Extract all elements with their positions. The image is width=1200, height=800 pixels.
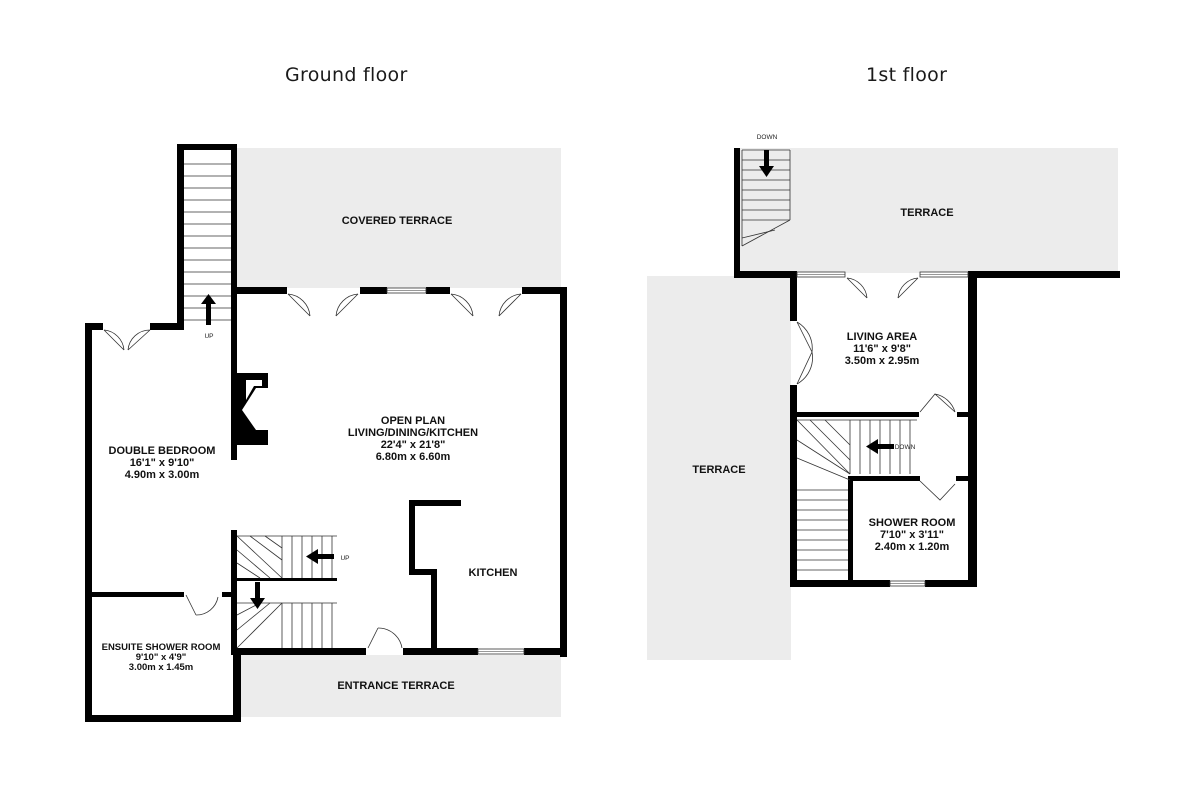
ensuite-metric: 3.00m x 1.45m (129, 662, 193, 673)
covered-terrace-area (236, 148, 561, 288)
living-area-label: LIVING AREA (847, 331, 918, 343)
arrow-left-icon (878, 444, 894, 449)
stair-down-label-mid: DOWN (895, 444, 916, 451)
entrance-terrace-label: ENTRANCE TERRACE (337, 680, 454, 692)
ground-floor-title: Ground floor (285, 64, 408, 86)
stair-tread (741, 219, 791, 247)
stair-tread (236, 602, 283, 649)
ensuite-label: ENSUITE SHOWER ROOM (102, 642, 221, 653)
stair-up-label-mid: UP (340, 555, 349, 562)
double-bedroom-metric: 4.90m x 3.00m (125, 469, 200, 481)
stair-tread (796, 419, 851, 475)
first-stair-middle (796, 419, 917, 571)
stair-tread (236, 562, 261, 579)
double-bedroom-label: DOUBLE BEDROOM (109, 445, 216, 457)
shower-room-metric: 2.40m x 1.20m (875, 541, 950, 553)
stair-tread (236, 549, 271, 579)
stair-tread (249, 535, 283, 561)
shower-room-label: SHOWER ROOM (869, 517, 956, 529)
stair-middle (236, 535, 337, 649)
arrow-up-icon (206, 303, 211, 325)
ensuite-imperial: 9'10" x 4'9" (136, 652, 187, 663)
stair-up-label-top: UP (204, 333, 213, 340)
stair-tread (796, 439, 851, 475)
terrace-top-label: TERRACE (900, 207, 953, 219)
stair-tread (236, 602, 271, 631)
living-area-imperial: 11'6" x 9'8" (853, 343, 911, 355)
arrow-down-icon (764, 150, 769, 168)
stair-tread (236, 535, 283, 579)
open-plan-metric: 6.80m x 6.60m (376, 451, 451, 463)
open-plan-label: OPEN PLAN (381, 415, 445, 427)
first-stair-top (734, 148, 791, 278)
kitchen-label: KITCHEN (469, 567, 518, 579)
stair-down-label-top: DOWN (757, 134, 778, 141)
stair-tread (741, 229, 776, 239)
open-plan-label-2: LIVING/DINING/KITCHEN (348, 427, 478, 439)
arrow-left-icon (318, 554, 334, 559)
stair-tread (809, 419, 851, 461)
open-plan-imperial: 22'4" x 21'8" (381, 439, 446, 451)
arrow-down-icon (255, 582, 260, 600)
stair-tread (264, 535, 283, 549)
first-floor-title: 1st floor (866, 64, 948, 86)
stair-tread (824, 419, 851, 446)
terrace-side-label: TERRACE (692, 464, 745, 476)
first-floor-plan: TERRACE TERRACE LIVING AREA 11'6" x 9'8"… (647, 134, 1120, 660)
living-area-metric: 3.50m x 2.95m (845, 355, 920, 367)
shower-room-imperial: 7'10" x 3'11" (880, 529, 944, 541)
stair-top (177, 144, 237, 330)
ground-floor-plan: COVERED TERRACE OPEN PLAN LIVING/DINING/… (85, 144, 567, 722)
terrace-top-area (740, 148, 1118, 273)
covered-terrace-label: COVERED TERRACE (342, 215, 453, 227)
terrace-side-area (647, 276, 791, 660)
double-bedroom-imperial: 16'1" x 9'10" (130, 457, 195, 469)
entrance-terrace-area (241, 655, 561, 717)
stair-tread (796, 457, 851, 481)
